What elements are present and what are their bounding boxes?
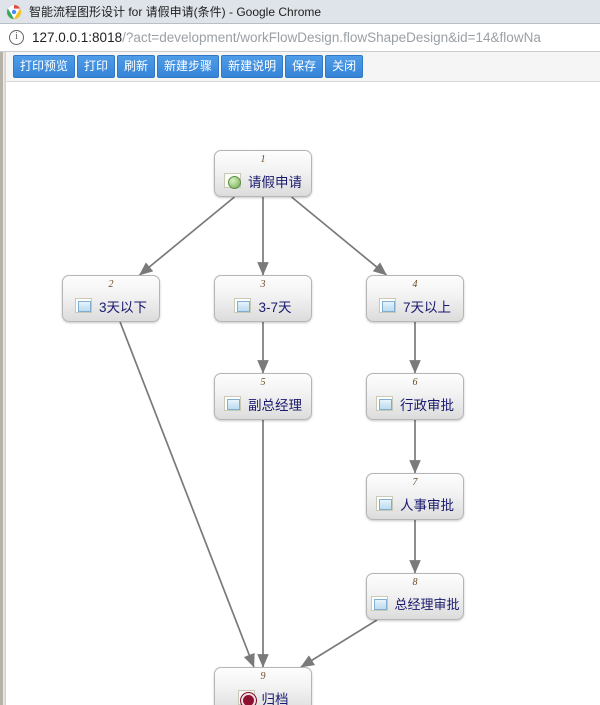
node-label: 行政审批 (400, 397, 454, 413)
task-node-icon (376, 396, 393, 411)
task-node-icon (376, 496, 393, 511)
node-number: 3 (260, 279, 266, 290)
print-preview-button[interactable]: 打印预览 (13, 55, 76, 78)
window-title-text: 智能流程图形设计 for 请假申请(条件) - Google Chrome (29, 5, 322, 19)
node-body: 副总经理 (215, 391, 311, 419)
edge-1-to-2[interactable] (139, 196, 235, 276)
url-text[interactable]: 127.0.0.1:8018/?act=development/workFlow… (32, 30, 541, 45)
print-button[interactable]: 打印 (77, 55, 116, 78)
start-node-icon (224, 173, 241, 189)
node-body: 归档 (215, 685, 311, 705)
flow-canvas[interactable]: 1 请假申请 2 3天以下 3 3-7天 4 7天以上 5 副总经理 6 行政审批 7 人事审批 8 总经理审… (6, 83, 600, 705)
node-number: 5 (260, 377, 266, 388)
flow-node-8[interactable]: 8 总经理审批 (366, 573, 464, 620)
node-body: 人事审批 (367, 491, 463, 519)
window-title-bar: 智能流程图形设计 for 请假申请(条件) - Google Chrome (0, 0, 600, 24)
node-number: 4 (412, 279, 418, 290)
node-label: 人事审批 (400, 497, 454, 513)
node-number: 1 (260, 154, 266, 165)
node-body: 7天以上 (367, 293, 463, 321)
node-label: 3-7天 (258, 299, 292, 315)
refresh-button[interactable]: 刷新 (117, 55, 156, 78)
flow-node-9[interactable]: 9 归档 (214, 667, 312, 705)
flow-node-2[interactable]: 2 3天以下 (62, 275, 160, 322)
node-body: 请假申请 (215, 168, 311, 196)
node-label: 3天以下 (98, 299, 147, 315)
node-label: 副总经理 (248, 397, 302, 413)
task-node-icon (74, 298, 92, 313)
node-label: 归档 (261, 691, 289, 705)
node-number: 7 (412, 477, 418, 488)
node-number: 2 (108, 279, 114, 290)
url-path: /?act=development/workFlowDesign.flowSha… (122, 30, 541, 45)
chrome-logo-icon (6, 4, 22, 20)
address-bar[interactable]: 127.0.0.1:8018/?act=development/workFlow… (0, 24, 600, 52)
node-body: 3-7天 (215, 293, 311, 321)
node-body: 3天以下 (63, 293, 159, 321)
flow-node-3[interactable]: 3 3-7天 (214, 275, 312, 322)
node-body: 行政审批 (367, 391, 463, 419)
save-button[interactable]: 保存 (285, 55, 324, 78)
flow-node-7[interactable]: 7 人事审批 (366, 473, 464, 520)
edge-1-to-4[interactable] (291, 196, 387, 276)
flow-node-4[interactable]: 4 7天以上 (366, 275, 464, 322)
node-label: 总经理审批 (394, 597, 460, 612)
task-node-icon (370, 596, 388, 611)
flow-toolbar: 打印预览打印刷新新建步骤新建说明保存关闭 (6, 52, 600, 82)
node-number: 9 (260, 671, 266, 682)
site-info-icon[interactable] (9, 30, 24, 45)
task-node-icon (234, 298, 252, 313)
flow-node-6[interactable]: 6 行政审批 (366, 373, 464, 420)
node-label: 请假申请 (248, 174, 302, 190)
node-number: 6 (412, 377, 418, 388)
node-body: 总经理审批 (367, 591, 463, 619)
task-node-icon (378, 298, 396, 313)
task-node-icon (224, 396, 241, 411)
page-viewport: 打印预览打印刷新新建步骤新建说明保存关闭 1 请假申请 2 3天以下 3 3-7天 4 7天以… (0, 52, 600, 705)
flow-node-1[interactable]: 1 请假申请 (214, 150, 312, 197)
url-host: 127.0.0.1:8018 (32, 30, 123, 45)
node-number: 8 (412, 577, 418, 588)
flow-node-5[interactable]: 5 副总经理 (214, 373, 312, 420)
edge-8-to-9[interactable] (300, 619, 378, 668)
new-step-button[interactable]: 新建步骤 (157, 55, 220, 78)
node-label: 7天以上 (402, 299, 451, 315)
page-left-border (3, 52, 6, 705)
close-button[interactable]: 关闭 (325, 55, 364, 78)
end-node-icon (237, 690, 256, 705)
new-note-button[interactable]: 新建说明 (221, 55, 284, 78)
